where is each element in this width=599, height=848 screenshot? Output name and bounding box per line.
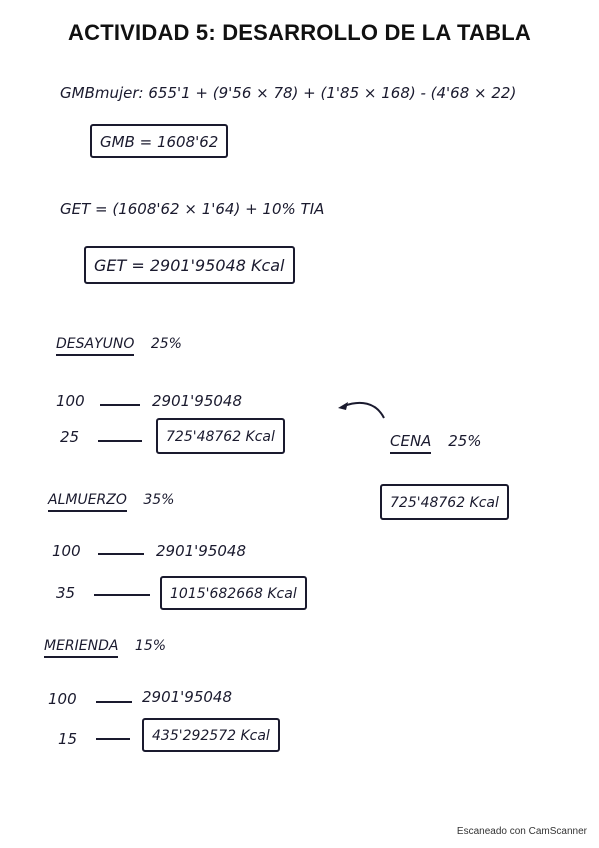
almuerzo-label: ALMUERZO	[48, 492, 127, 512]
almuerzo-row2-left: 35	[56, 584, 76, 602]
almuerzo-percent: 35%	[143, 492, 175, 508]
desayuno-heading: DESAYUNO 25%	[56, 336, 182, 356]
get-result-box: GET = 2901'95048 Kcal	[84, 246, 295, 284]
desayuno-label: DESAYUNO	[56, 336, 135, 356]
cena-heading: CENA 25%	[390, 432, 482, 454]
gmb-result-box: GMB = 1608'62	[90, 124, 229, 158]
desayuno-row2-left: 25	[60, 428, 80, 446]
cena-percent: 25%	[448, 432, 482, 450]
desayuno-percent: 25%	[150, 336, 182, 352]
almuerzo-row1-right: 2901'95048	[156, 542, 247, 560]
merienda-row1-right: 2901'95048	[142, 688, 233, 706]
scanner-watermark: Escaneado con CamScanner	[456, 826, 587, 837]
page-title: ACTIVIDAD 5: DESARROLLO DE LA TABLA	[68, 20, 531, 45]
cena-result-box: 725'48762 Kcal	[380, 484, 509, 520]
merienda-row2-dash	[96, 738, 130, 740]
merienda-row2-left: 15	[58, 730, 78, 748]
desayuno-row1-dash	[100, 404, 140, 406]
almuerzo-row1-dash	[98, 553, 144, 555]
cena-label: CENA	[390, 432, 432, 454]
merienda-label: MERIENDA	[44, 638, 119, 658]
merienda-heading: MERIENDA 15%	[44, 638, 167, 658]
almuerzo-result-box: 1015'682668 Kcal	[160, 576, 307, 610]
gmb-formula: GMBmujer: 655'1 + (9'56 × 78) + (1'85 × …	[60, 84, 517, 102]
merienda-result-box: 435'292572 Kcal	[142, 718, 280, 752]
desayuno-row1-right: 2901'95048	[152, 392, 243, 410]
merienda-percent: 15%	[134, 638, 167, 654]
almuerzo-heading: ALMUERZO 35%	[48, 492, 175, 512]
almuerzo-row1-left: 100	[52, 542, 81, 560]
curved-arrow-icon	[338, 401, 385, 419]
desayuno-result-box: 725'48762 Kcal	[156, 418, 285, 454]
almuerzo-row2-dash	[94, 594, 150, 596]
desayuno-row2-dash	[98, 440, 142, 442]
merienda-row1-left: 100	[48, 690, 77, 708]
desayuno-row1-left: 100	[56, 392, 85, 410]
merienda-row1-dash	[96, 701, 132, 703]
get-formula: GET = (1608'62 × 1'64) + 10% TIA	[60, 200, 325, 218]
